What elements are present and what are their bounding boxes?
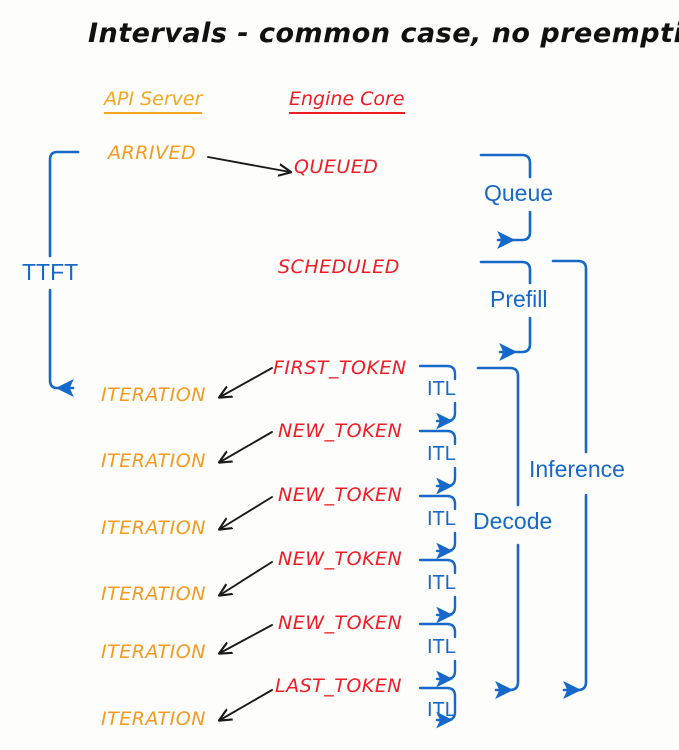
arrow-token-to-iteration-group [220, 367, 273, 720]
page-title: Intervals - common case, no preemptions [88, 18, 679, 49]
bracket-decode [476, 366, 520, 700]
state-queued: QUEUED [294, 156, 379, 178]
metric-itl-label-2: ITL [427, 443, 456, 465]
column-header-engine-core-label: Engine Core [289, 88, 405, 114]
column-header-engine-core: Engine Core [289, 88, 405, 114]
state-new-token-1: NEW_TOKEN [278, 420, 403, 442]
metric-inference-label: Inference [529, 456, 625, 482]
state-iteration-1: ITERATION [101, 384, 206, 406]
state-scheduled: SCHEDULED [278, 256, 400, 278]
metric-itl-label-6: ITL [427, 699, 456, 721]
bracket-inference [551, 259, 588, 700]
metric-queue-label: Queue [484, 180, 554, 206]
state-last-token: LAST_TOKEN [275, 675, 402, 697]
arrow-itl-last-bottom [435, 698, 457, 729]
state-arrived: ARRIVED [108, 142, 197, 164]
column-header-api-server: API Server [104, 88, 203, 114]
metric-itl-label-4: ITL [427, 572, 456, 594]
state-iteration-3: ITERATION [101, 517, 206, 539]
column-header-api-server-label: API Server [104, 88, 203, 114]
metric-itl-label-5: ITL [427, 636, 456, 658]
metric-itl-label-1: ITL [427, 378, 456, 400]
state-iteration-5: ITERATION [101, 641, 206, 663]
state-iteration-6: ITERATION [101, 708, 206, 730]
state-new-token-3: NEW_TOKEN [278, 548, 403, 570]
metric-decode-label: Decode [473, 508, 553, 534]
bracket-prefill [479, 260, 532, 362]
state-new-token-4: NEW_TOKEN [278, 612, 403, 634]
state-new-token-2: NEW_TOKEN [278, 484, 403, 506]
arrow-arrived-to-queued [207, 156, 290, 172]
state-first-token: FIRST_TOKEN [273, 357, 407, 379]
state-iteration-4: ITERATION [101, 583, 206, 605]
bracket-ttft [48, 150, 80, 398]
metric-itl-label-3: ITL [427, 508, 456, 530]
metric-prefill-label: Prefill [490, 286, 548, 312]
bracket-queue [479, 153, 532, 250]
bracket-itl-group [418, 364, 457, 702]
metric-ttft-label: TTFT [22, 259, 79, 285]
state-iteration-2: ITERATION [101, 450, 206, 472]
